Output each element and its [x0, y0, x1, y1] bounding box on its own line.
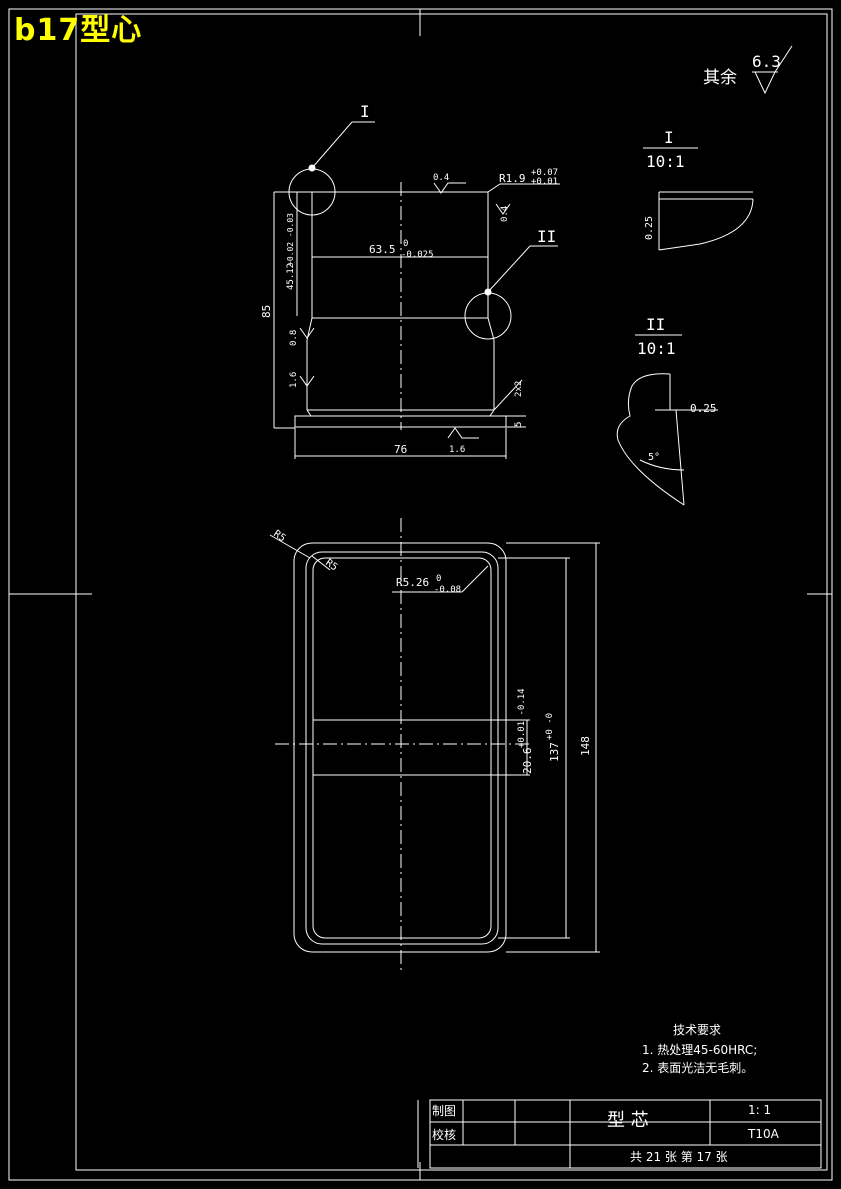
page-title: b17型心 [14, 13, 143, 48]
dim-top-radius-tol-lower: +0.01 [531, 177, 558, 187]
dim-diameter-tol-upper: 0 [403, 239, 408, 249]
tech-req-item-1: 1. 热处理45-60HRC; [642, 1043, 758, 1057]
title-block-drawn-by: 制图 [432, 1104, 457, 1118]
title-block-sheet-info: 共 21 张 第 17 张 [630, 1150, 728, 1164]
title-block [417, 1099, 822, 1169]
dim-diameter: 63.5 [369, 243, 396, 256]
dim-206-tol: +0.01 -0.14 [517, 688, 527, 748]
dim-top-radius: R1.9 [499, 172, 526, 185]
title-block-scale: 1: 1 [748, 1103, 772, 1117]
roughness-08: 0.8 [289, 330, 299, 346]
detail-i-marker: I [360, 102, 370, 121]
title-block-checked-by: 校核 [432, 1128, 457, 1142]
dim-height-total: 85 [260, 305, 273, 318]
roughness-note-label: 其余 [703, 68, 737, 88]
roughness-side: 0.4 [500, 206, 510, 222]
dim-r526-tol-upper: 0 [436, 574, 441, 584]
inner-frame [75, 13, 828, 1171]
dim-137: 137 [548, 742, 561, 762]
dim-r5b: R5 [323, 557, 339, 573]
tech-req-item-2: 2. 表面光洁无毛刺。 [642, 1061, 754, 1075]
dim-height-inner-tol: +0.02 -0.03 [286, 213, 295, 266]
title-block-material: T10A [748, 1127, 779, 1141]
roughness-16b: 1.6 [449, 445, 465, 455]
front-view [273, 121, 560, 459]
dim-height-inner: 45.12 [286, 263, 296, 290]
tech-req-title: 技术要求 [673, 1023, 722, 1037]
detail-ii-scale: 10:1 [637, 339, 676, 358]
dim-137-tol: +0 -0 [545, 713, 555, 740]
roughness-note-value: 6.3 [752, 52, 781, 71]
dim-top-radius-tol-upper: +0.07 [531, 168, 558, 178]
plan-view [269, 518, 600, 970]
detail-i-scale: 10:1 [646, 152, 685, 171]
title-block-part-name: 型 芯 [607, 1110, 649, 1131]
detail-ii-dim: 0.25 [690, 402, 717, 415]
detail-ii-label: II [646, 315, 665, 334]
outer-border [8, 8, 833, 1181]
dim-r526: R5.26 [396, 576, 429, 589]
dim-r5a: R5 [271, 528, 287, 544]
detail-ii-view [616, 334, 718, 506]
detail-i-dim: 0.25 [644, 216, 655, 240]
detail-i-label: I [664, 128, 674, 147]
dim-r526-tol-lower: -0.08 [434, 585, 461, 595]
dim-206: 20.6 [521, 748, 534, 775]
roughness-16a: 1.6 [289, 372, 299, 388]
dim-base-height: 5 [514, 422, 524, 427]
roughness-top: 0.4 [433, 173, 449, 183]
dim-148: 148 [579, 736, 592, 756]
dim-width-base: 76 [394, 443, 407, 456]
detail-ii-marker: II [537, 227, 556, 246]
dim-diameter-tol-lower: -0.025 [401, 250, 434, 260]
dim-chamfer: 2x2 [514, 381, 524, 397]
detail-ii-angle: 5° [648, 452, 660, 463]
detail-i-view [643, 147, 754, 251]
